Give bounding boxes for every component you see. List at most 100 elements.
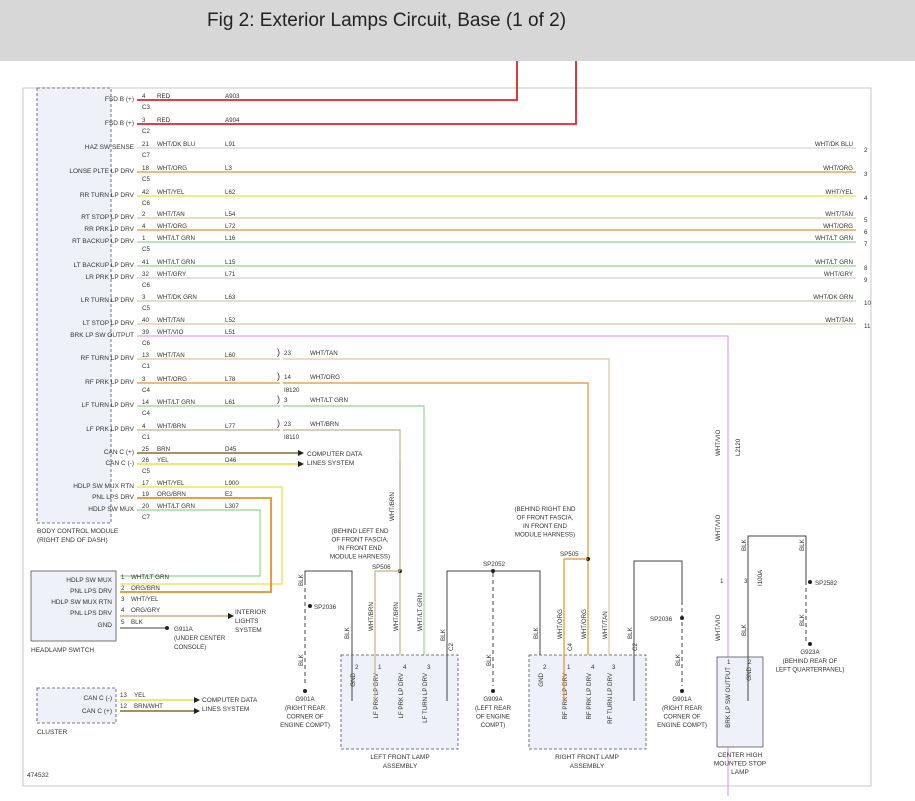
bcm-wire-color: ORG/BRN (157, 491, 186, 498)
right-pin-number: 9 (864, 277, 868, 284)
left-lamp-pin-number: 1 (378, 664, 382, 671)
chmsl-wire-color: WHT/VIO (715, 514, 722, 541)
bcm-wire-color: WHT/BRN (157, 423, 186, 430)
right-wire-color: BLK (533, 626, 540, 639)
bcm-circuit-id: L3 (225, 165, 232, 172)
bcm-connector-id: C7 (142, 514, 150, 521)
ground-dot (303, 689, 307, 693)
right-gnd-color: BLK (675, 653, 682, 666)
left-lamp-box (340, 654, 459, 750)
right-lamp-pin-label: RF TURN LP DRV (607, 672, 614, 724)
inline-pin-number: 14 (284, 374, 291, 381)
bcm-pin-number: 32 (142, 271, 149, 278)
bcm-pin-label: LF TURN LP DRV (82, 402, 135, 409)
arrow-icon (298, 450, 304, 456)
chmsl-inline-pin: 1 (720, 578, 724, 585)
headlamp-ground-id: G911A (174, 626, 194, 633)
chmsl-pin-number: 1 (727, 659, 731, 666)
wire-brk-lp (137, 335, 729, 796)
bcm-circuit-id: D45 (225, 446, 237, 453)
title-bar: Fig 2: Exterior Lamps Circuit, Base (1 o… (0, 0, 915, 61)
bcm-pin-label: RT STOP LP DRV (81, 214, 134, 221)
right-splice-note: OF FRONT FASCIA, (517, 515, 574, 522)
bcm-pin-label: RR PRK LP DRV (84, 226, 134, 233)
left-wire-color: WHT/LT GRN (417, 593, 424, 631)
bcm-circuit-id: L16 (225, 235, 236, 242)
bcm-circuit-id: L61 (225, 399, 236, 406)
bcm-pin-label: RF PRK LP DRV (85, 379, 135, 386)
right-ground-loc: CORNER OF (663, 714, 700, 721)
bcm-circuit-id: L15 (225, 259, 236, 266)
bcm-pin-label: RT BACKUP LP DRV (72, 238, 135, 245)
mid-gnd-color: BLK (440, 628, 447, 641)
wire-inline-to-lamp (283, 405, 425, 701)
bcm-circuit-id: L63 (225, 294, 236, 301)
inline-pin-number: 23 (284, 350, 291, 357)
bcm-pin-label: LONSE PLTE LP DRV (69, 168, 134, 175)
can-bus-label: COMPUTER DATA (202, 697, 258, 704)
right-pin-number: 11 (864, 323, 871, 330)
bcm-pin-number: 14 (142, 399, 149, 406)
bcm-connector-id: C7 (142, 152, 150, 159)
bcm-pin-number: 25 (142, 446, 149, 453)
right-pin-number: 3 (864, 171, 868, 178)
bcm-pin-number: 40 (142, 317, 149, 324)
left-lamp-pin-label: GND (350, 672, 357, 686)
bcm-circuit-id: L78 (225, 376, 236, 383)
bcm-circuit-id: A903 (225, 93, 240, 100)
bcm-connector-id: C5 (142, 468, 150, 475)
bcm-pin-label: FSD B (+) (105, 120, 134, 127)
bcm-circuit-id: L91 (225, 141, 236, 148)
left-wire-color: WHT/BRN (368, 602, 375, 631)
left-splice-note: OF FRONT FASCIA, (332, 537, 389, 544)
wire-a904 (137, 61, 577, 125)
left-lamp-pin-label: LF TURN LP DRV (422, 672, 429, 723)
inline-connector-mark: ) (277, 418, 280, 428)
right-pin-number: 7 (864, 241, 868, 248)
arrow-icon (228, 613, 234, 619)
left-gnd-color: BLK (344, 626, 351, 639)
bcm-wire-color: WHT/YEL (157, 189, 185, 196)
arrow-icon (298, 461, 304, 467)
interior-lights-label: INTERIOR (235, 609, 266, 616)
bcm-pin-label: LF PRK LP DRV (86, 426, 134, 433)
headlamp-pin-number: 5 (121, 619, 125, 626)
bcm-circuit-id: L72 (225, 223, 236, 230)
left-ground-loc: ENGINE COMPT) (280, 722, 330, 729)
right-lamp-pin-number: 3 (612, 664, 616, 671)
headlamp-pin-number: 1 (121, 574, 125, 581)
right-pin-number: 2 (864, 147, 868, 154)
chmsl-gnd-color: BLK (799, 538, 806, 551)
chmsl-pin-label: GND (746, 666, 753, 680)
left-wire-color: WHT/BRN (393, 602, 400, 631)
right-wire-color: WHT/ORG (823, 223, 853, 230)
right-wire-color: WHT/DK BLU (815, 141, 853, 148)
figure-number: 474532 (27, 772, 49, 779)
bcm-pin-label: RR TURN LP DRV (80, 192, 135, 199)
bcm-connector-id: C6 (142, 282, 150, 289)
right-wire-color: WHT/DK GRN (813, 294, 853, 301)
bcm-circuit-id: D46 (225, 457, 237, 464)
left-lamp-name: LEFT FRONT LAMP (370, 754, 429, 761)
chmsl-box (716, 656, 764, 748)
headlamp-ground-loc: (UNDER CENTER (174, 635, 226, 642)
inline-connector-id: I8120 (284, 387, 300, 394)
right-splice-id: SP505 (560, 551, 579, 558)
bcm-wire-color: WHT/TAN (157, 317, 185, 324)
headlamp-switch-name: HEADLAMP SWITCH (31, 647, 94, 654)
bcm-circuit-id: L77 (225, 423, 236, 430)
right-wire-color: WHT/TAN (825, 317, 853, 324)
inline-connector-mark: ) (277, 347, 280, 357)
right-ground-loc: ENGINE COMPT) (657, 722, 707, 729)
right-gnd-splice-id: SP2036 (650, 616, 673, 623)
cluster-pin-label: CAN C (-) (83, 695, 112, 702)
wire-left-gnd (304, 570, 353, 701)
bcm-wire-color: BRN (157, 446, 170, 453)
inline-wire-color: WHT/ORG (310, 374, 340, 381)
left-gnd-color: BLK (298, 573, 305, 586)
mid-ground-loc: OF ENGINE (476, 714, 510, 721)
wire-hdlp-mux (120, 509, 261, 577)
cluster-pin-number: 12 (120, 703, 127, 710)
right-lamp-pin-label: RF PRK LP DRV (586, 672, 593, 719)
bcm-pin-number: 4 (142, 93, 146, 100)
